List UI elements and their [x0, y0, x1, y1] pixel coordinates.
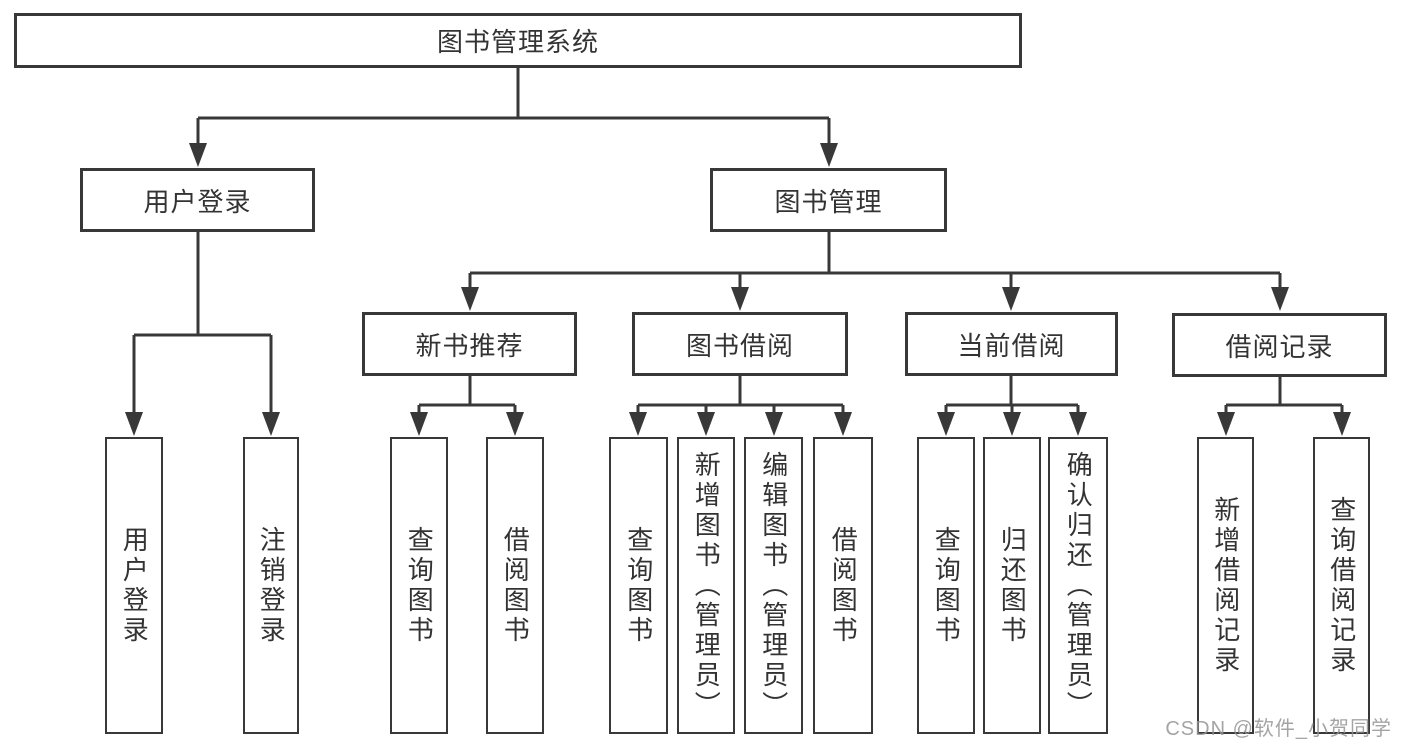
- node-book-management: 图书管理: [710, 168, 947, 232]
- leaf-user-login-label: 用户登录: [119, 525, 150, 646]
- leaf-borrow-books: 借阅图书: [813, 437, 873, 734]
- node-current-borrow: 当前借阅: [905, 312, 1118, 376]
- leaf-query-books-current: 查询图书: [917, 437, 975, 734]
- leaf-return-books: 归还图书: [983, 437, 1041, 734]
- arrowheads: [125, 143, 1351, 436]
- leaf-query-borrow-record-label: 查询借阅记录: [1326, 495, 1357, 676]
- node-new-book-recommend: 新书推荐: [362, 312, 577, 376]
- leaf-confirm-return-admin: 确认归还（管理员）: [1048, 437, 1108, 734]
- leaf-edit-book-admin: 编辑图书（管理员）: [744, 437, 803, 734]
- leaf-query-books-recommend: 查询图书: [390, 437, 448, 734]
- node-root: 图书管理系统: [14, 13, 1022, 68]
- leaf-return-books-label: 归还图书: [997, 525, 1028, 646]
- node-user-login-label: 用户登录: [143, 186, 252, 217]
- node-borrow-records: 借阅记录: [1172, 313, 1387, 377]
- node-borrow-records-label: 借阅记录: [1225, 331, 1334, 362]
- leaf-user-login: 用户登录: [105, 437, 163, 734]
- leaf-add-borrow-record: 新增借阅记录: [1197, 437, 1254, 734]
- node-user-login: 用户登录: [80, 168, 315, 232]
- node-new-book-recommend-label: 新书推荐: [415, 330, 524, 361]
- leaf-query-books-borrow-label: 查询图书: [623, 525, 654, 646]
- leaf-logout-label: 注销登录: [256, 525, 287, 646]
- leaf-add-borrow-record-label: 新增借阅记录: [1210, 495, 1241, 676]
- leaf-borrow-books-recommend-label: 借阅图书: [500, 525, 531, 646]
- node-book-borrow-label: 图书借阅: [685, 330, 794, 361]
- leaf-query-books-recommend-label: 查询图书: [404, 525, 435, 646]
- leaf-query-borrow-record: 查询借阅记录: [1313, 437, 1370, 734]
- node-book-borrow: 图书借阅: [632, 312, 848, 376]
- leaf-query-books-current-label: 查询图书: [931, 525, 962, 646]
- leaf-logout: 注销登录: [243, 437, 299, 734]
- leaf-borrow-books-recommend: 借阅图书: [486, 437, 544, 734]
- csdn-watermark: CSDN @软件_小贺同学: [1165, 718, 1392, 740]
- leaf-query-books-borrow: 查询图书: [609, 437, 668, 734]
- node-root-label: 图书管理系统: [436, 27, 599, 57]
- node-current-borrow-label: 当前借阅: [957, 330, 1066, 361]
- leaf-borrow-books-label: 借阅图书: [828, 525, 859, 646]
- leaf-confirm-return-admin-label: 确认归还（管理员）: [1063, 450, 1094, 721]
- leaf-add-book-admin: 新增图书（管理员）: [677, 437, 735, 734]
- leaf-edit-book-admin-label: 编辑图书（管理员）: [758, 450, 789, 721]
- node-book-management-label: 图书管理: [774, 186, 883, 217]
- leaf-add-book-admin-label: 新增图书（管理员）: [691, 450, 722, 721]
